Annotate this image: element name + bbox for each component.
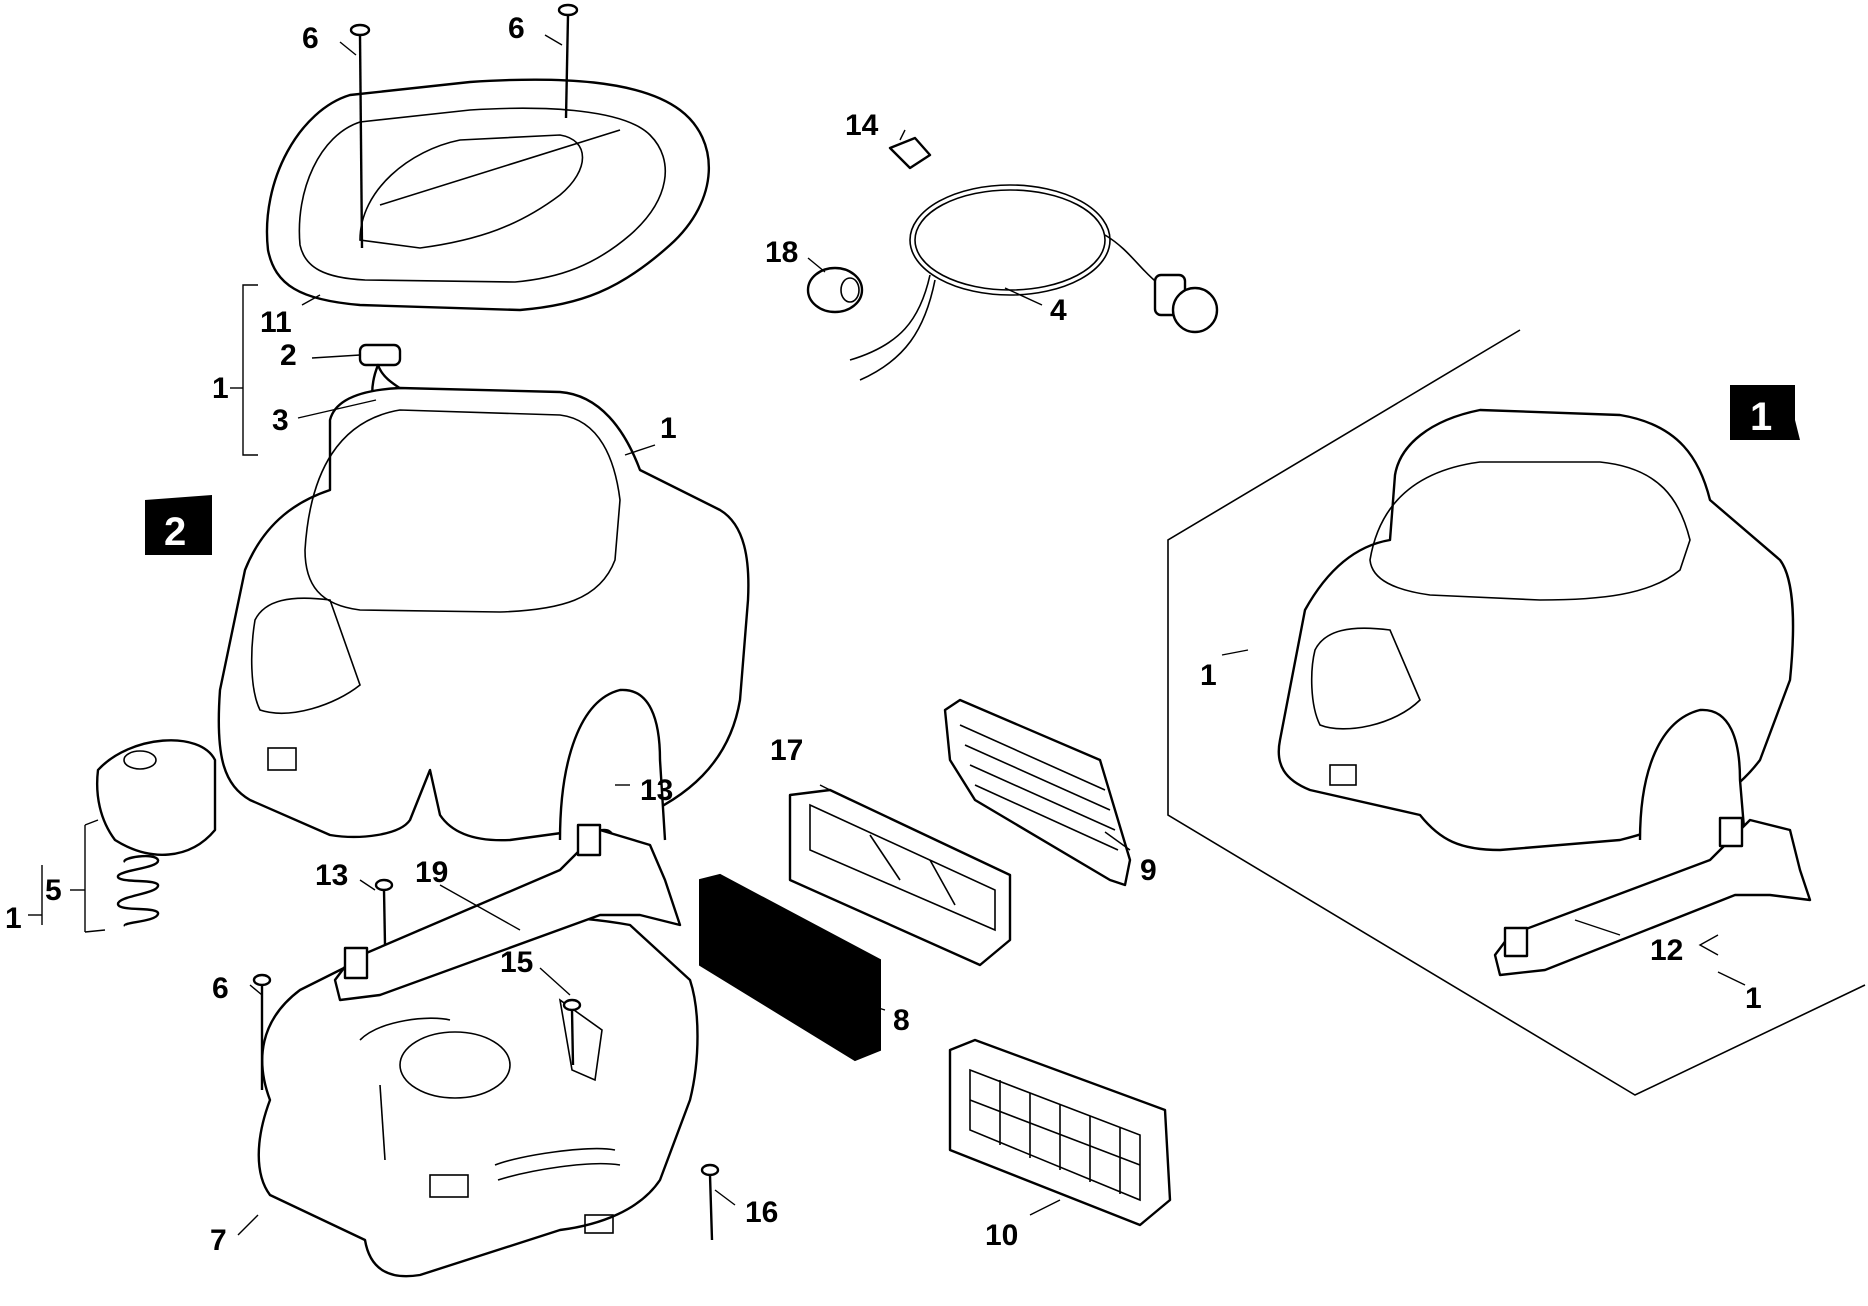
callout-12: 12 — [1650, 934, 1683, 967]
badge-1: 1 — [1730, 385, 1800, 440]
callout-19: 19 — [415, 856, 448, 889]
callout-1: 1 — [660, 412, 677, 445]
callout-18: 18 — [765, 236, 798, 269]
callout-1: 1 — [5, 902, 22, 935]
callout-16: 16 — [745, 1196, 778, 1229]
callout-6: 6 — [212, 972, 229, 1005]
callout-10: 10 — [985, 1219, 1018, 1252]
foam-filter-part — [699, 873, 881, 1062]
cord-clip-part — [888, 136, 932, 170]
filter-frame-part — [788, 788, 1012, 967]
callout-1: 1 — [1745, 982, 1762, 1015]
callout-8: 8 — [893, 1004, 910, 1037]
callout-2: 2 — [280, 339, 297, 372]
hepa-filter-part — [948, 1038, 1172, 1227]
callout-1: 1 — [212, 372, 229, 405]
callout-13: 13 — [315, 859, 348, 892]
callout-1: 1 — [1200, 659, 1217, 692]
filter-grille-part — [943, 698, 1132, 887]
screw-part — [349, 23, 371, 249]
variant-bracket-part — [1493, 816, 1812, 977]
callout-6: 6 — [508, 12, 525, 45]
spring-part — [116, 854, 160, 928]
callout-labels: 6 6 11 2 1 3 1 14 18 4 5 1 13 13 19 17 9… — [5, 12, 1762, 1257]
callout-5: 5 — [45, 874, 62, 907]
carry-handle-part — [265, 78, 710, 312]
callout-7: 7 — [210, 1224, 227, 1257]
callout-14: 14 — [845, 109, 879, 142]
callout-13: 13 — [640, 774, 673, 807]
variant-box-outline — [1167, 329, 1866, 1096]
screw-part — [374, 878, 394, 946]
screw-part — [557, 3, 579, 119]
screw-part — [700, 1163, 720, 1241]
front-cover-part — [96, 739, 217, 856]
power-cord-part — [849, 184, 1219, 381]
ferrite-ring-part — [806, 266, 864, 314]
screw-part — [252, 973, 272, 1090]
variant-housing-part — [1277, 408, 1795, 852]
bracket-part — [333, 823, 682, 1002]
screw-part — [562, 998, 582, 1066]
callout-15: 15 — [500, 946, 533, 979]
callout-9: 9 — [1140, 854, 1157, 887]
callout-4: 4 — [1050, 294, 1067, 327]
leader-lines — [28, 34, 1746, 1236]
base-part — [257, 915, 699, 1278]
callout-11: 11 — [260, 306, 292, 339]
badge-1-label: 1 — [1750, 395, 1772, 439]
upper-housing-part — [217, 386, 750, 842]
badge-2-label: 2 — [164, 510, 186, 554]
callout-17: 17 — [770, 734, 803, 767]
callout-6: 6 — [302, 22, 319, 55]
callout-3: 3 — [272, 404, 289, 437]
badge-2: 2 — [145, 495, 212, 555]
